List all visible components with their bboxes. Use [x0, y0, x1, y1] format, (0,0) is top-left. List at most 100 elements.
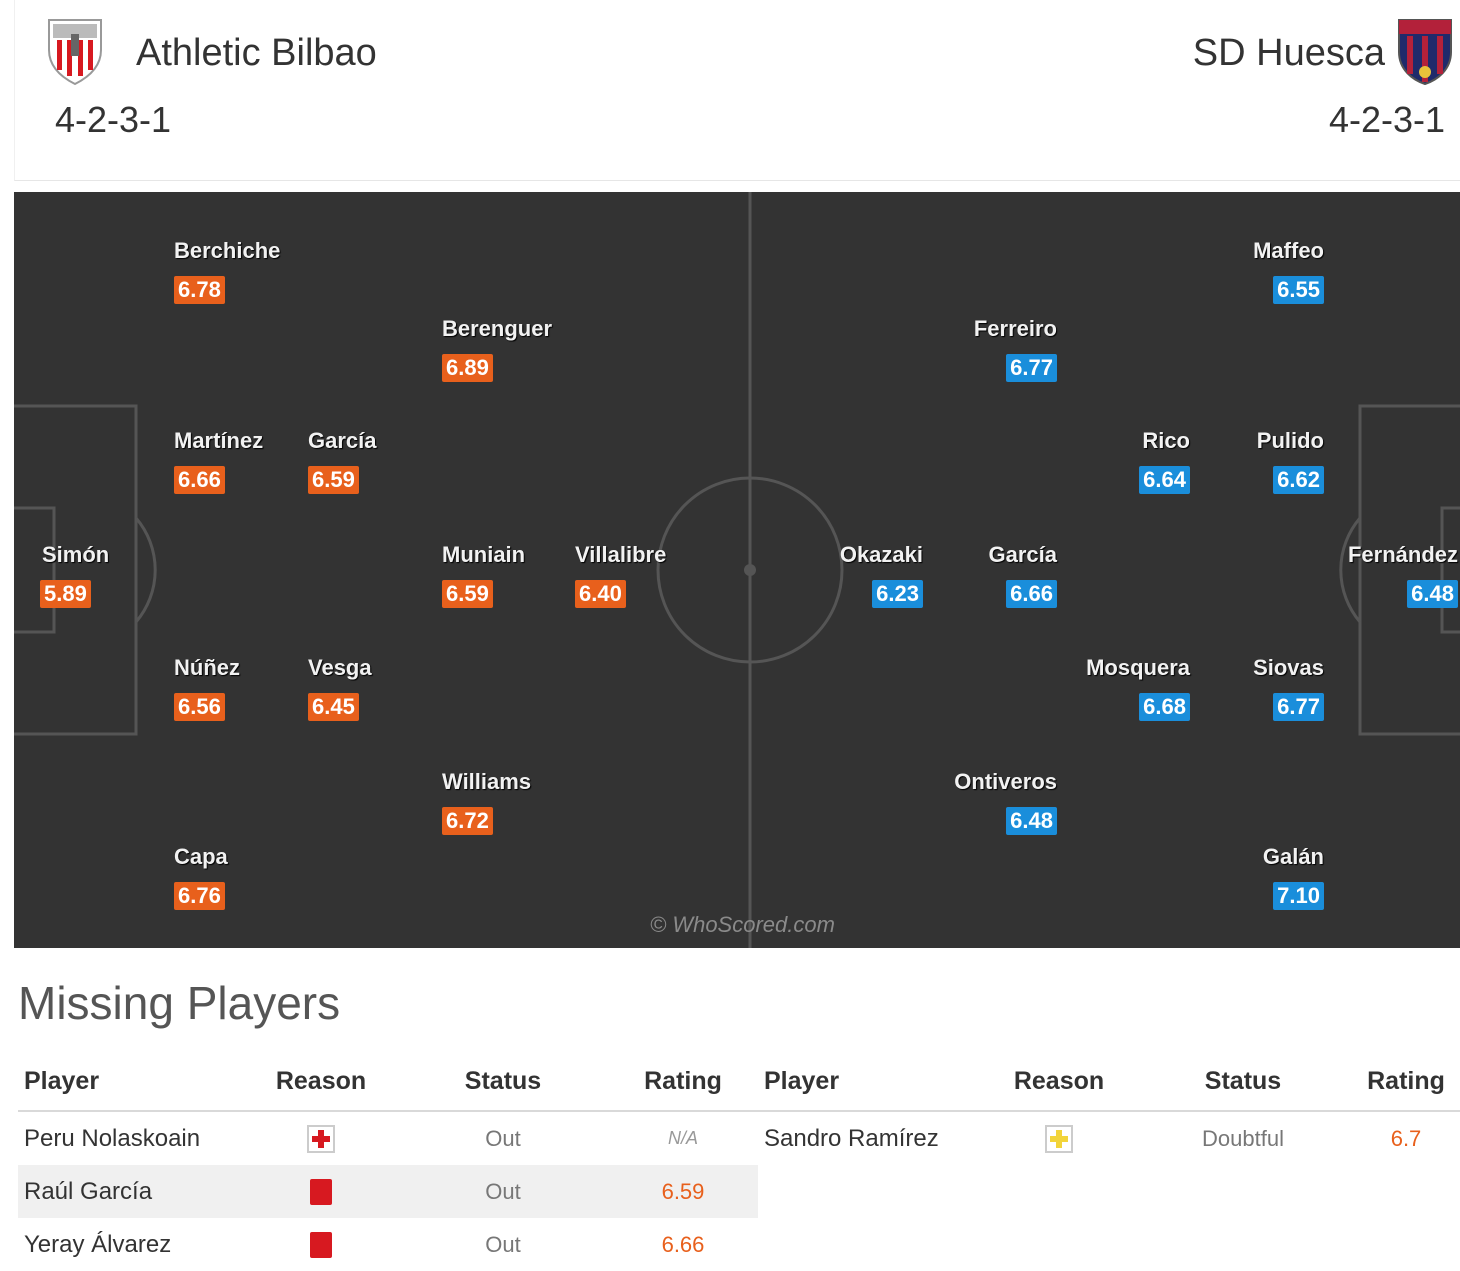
missing-players-title: Missing Players [18, 977, 341, 1029]
table-row: Sandro Ramírez Doubtful 6.7 [758, 1111, 1460, 1165]
away-player-fernandez[interactable]: Fernández 6.48 [1347, 542, 1458, 608]
home-player-capa[interactable]: Capa 6.76 [174, 844, 228, 910]
player-name: Muniain [442, 542, 526, 567]
pitch-markings [14, 192, 1460, 948]
player-name: Capa [174, 844, 228, 869]
athletic-bilbao-crest-icon [48, 19, 102, 86]
red-card-icon [310, 1231, 332, 1258]
player-rating: 6.66 [1006, 580, 1057, 608]
player-rating: 6.89 [442, 354, 493, 382]
status-cell: Out [398, 1165, 608, 1218]
col-header-reason[interactable]: Reason [244, 1052, 398, 1112]
away-player-galan[interactable]: Galán 7.10 [1262, 844, 1324, 910]
away-player-pulido[interactable]: Pulido 6.62 [1257, 428, 1324, 494]
player-name: Maffeo [1253, 238, 1324, 263]
col-header-status[interactable]: Status [398, 1052, 608, 1112]
missing-player-name[interactable]: Raúl García [18, 1165, 244, 1218]
home-player-garcia[interactable]: García 6.59 [308, 428, 377, 494]
home-player-williams[interactable]: Williams 6.72 [442, 769, 532, 835]
player-rating: 6.68 [1139, 693, 1190, 721]
col-header-status[interactable]: Status [1134, 1052, 1352, 1112]
table-header-row: Player Reason Status Rating [758, 1052, 1460, 1112]
player-name: Martínez [174, 428, 264, 453]
player-rating: 6.48 [1006, 807, 1057, 835]
away-player-maffeo[interactable]: Maffeo 6.55 [1253, 238, 1324, 304]
table-row: Yeray Álvarez Out 6.66 [18, 1218, 758, 1271]
player-rating: 6.40 [575, 580, 626, 608]
home-formation: 4-2-3-1 [55, 99, 172, 140]
player-name: Okazaki [839, 542, 923, 567]
rating-cell: 6.66 [661, 1231, 705, 1257]
doubtful-yellow-cross-icon [1045, 1124, 1073, 1153]
home-player-berchiche[interactable]: Berchiche 6.78 [174, 238, 280, 304]
player-rating: 6.66 [174, 466, 225, 494]
away-player-okazaki[interactable]: Okazaki 6.23 [839, 542, 923, 608]
player-name: Simón [42, 542, 110, 567]
player-rating: 7.10 [1273, 882, 1324, 910]
home-team-name[interactable]: Athletic Bilbao [136, 32, 377, 74]
injury-cross-icon [307, 1124, 335, 1153]
home-missing-players-table: Player Reason Status Rating Peru Nolasko… [18, 1052, 758, 1271]
col-header-player[interactable]: Player [18, 1052, 244, 1112]
away-player-mosquera[interactable]: Mosquera 6.68 [1086, 655, 1190, 721]
player-rating: 6.48 [1407, 580, 1458, 608]
player-rating: 6.55 [1273, 276, 1324, 304]
away-player-siovas[interactable]: Siovas 6.77 [1253, 655, 1324, 721]
match-lineup-header: Athletic Bilbao 4-2-3-1 SD Huesca 4-2-3-… [14, 0, 1460, 181]
player-name: Williams [442, 769, 532, 794]
home-player-simon[interactable]: Simón 5.89 [40, 542, 110, 608]
player-name: Villalibre [575, 542, 667, 567]
player-rating: 6.45 [308, 693, 359, 721]
whoscored-watermark: © WhoScored.com [650, 912, 835, 937]
reason-cell [244, 1165, 398, 1218]
player-name: Siovas [1253, 655, 1324, 680]
table-row: Peru Nolaskoain Out N/A [18, 1111, 758, 1165]
player-name: Ontiveros [954, 769, 1057, 794]
col-header-player[interactable]: Player [758, 1052, 984, 1112]
player-name: Núñez [174, 655, 240, 680]
missing-player-name[interactable]: Sandro Ramírez [764, 1124, 939, 1152]
home-player-nunez[interactable]: Núñez 6.56 [174, 655, 240, 721]
sd-huesca-crest-icon [1398, 19, 1452, 86]
player-name: García [308, 428, 377, 453]
reason-cell [244, 1111, 398, 1165]
reason-cell [984, 1111, 1134, 1165]
player-rating: 6.56 [174, 693, 225, 721]
col-header-reason[interactable]: Reason [984, 1052, 1134, 1112]
home-player-berenguer[interactable]: Berenguer 6.89 [442, 316, 552, 382]
away-player-garcia[interactable]: García 6.66 [989, 542, 1057, 608]
player-name: Mosquera [1086, 655, 1190, 680]
missing-player-name[interactable]: Yeray Álvarez [24, 1230, 172, 1258]
player-name: Galán [1262, 844, 1324, 869]
away-team-name[interactable]: SD Huesca [1192, 32, 1385, 74]
home-player-vesga[interactable]: Vesga 6.45 [308, 655, 372, 721]
player-rating: 6.64 [1139, 466, 1190, 494]
away-player-ontiveros[interactable]: Ontiveros 6.48 [954, 769, 1057, 835]
status-cell: Doubtful [1202, 1125, 1284, 1151]
player-rating: 6.77 [1006, 354, 1057, 382]
player-rating: 6.77 [1273, 693, 1324, 721]
home-player-martinez[interactable]: Martínez 6.66 [174, 428, 264, 494]
player-name: Ferreiro [973, 316, 1057, 341]
home-player-villalibre[interactable]: Villalibre 6.40 [575, 542, 667, 608]
col-header-rating[interactable]: Rating [608, 1052, 758, 1112]
rating-cell: 6.59 [608, 1165, 758, 1218]
reason-cell [244, 1218, 398, 1271]
missing-player-name[interactable]: Peru Nolaskoain [24, 1124, 201, 1152]
player-rating: 6.62 [1273, 466, 1324, 494]
player-rating: 6.72 [442, 807, 493, 835]
player-rating: 6.59 [308, 466, 359, 494]
away-player-ferreiro[interactable]: Ferreiro 6.77 [973, 316, 1057, 382]
player-name: Rico [1142, 428, 1190, 453]
table-header-row: Player Reason Status Rating [18, 1052, 758, 1112]
status-cell: Out [485, 1125, 521, 1151]
player-rating: 6.59 [442, 580, 493, 608]
player-name: Fernández [1347, 542, 1458, 567]
player-rating: 5.89 [40, 580, 91, 608]
player-rating: 6.76 [174, 882, 225, 910]
home-player-muniain[interactable]: Muniain 6.59 [442, 542, 526, 608]
table-row: Raúl García Out 6.59 [18, 1165, 758, 1218]
away-player-rico[interactable]: Rico 6.64 [1139, 428, 1190, 494]
col-header-rating[interactable]: Rating [1352, 1052, 1460, 1112]
rating-cell: 6.7 [1390, 1125, 1422, 1151]
